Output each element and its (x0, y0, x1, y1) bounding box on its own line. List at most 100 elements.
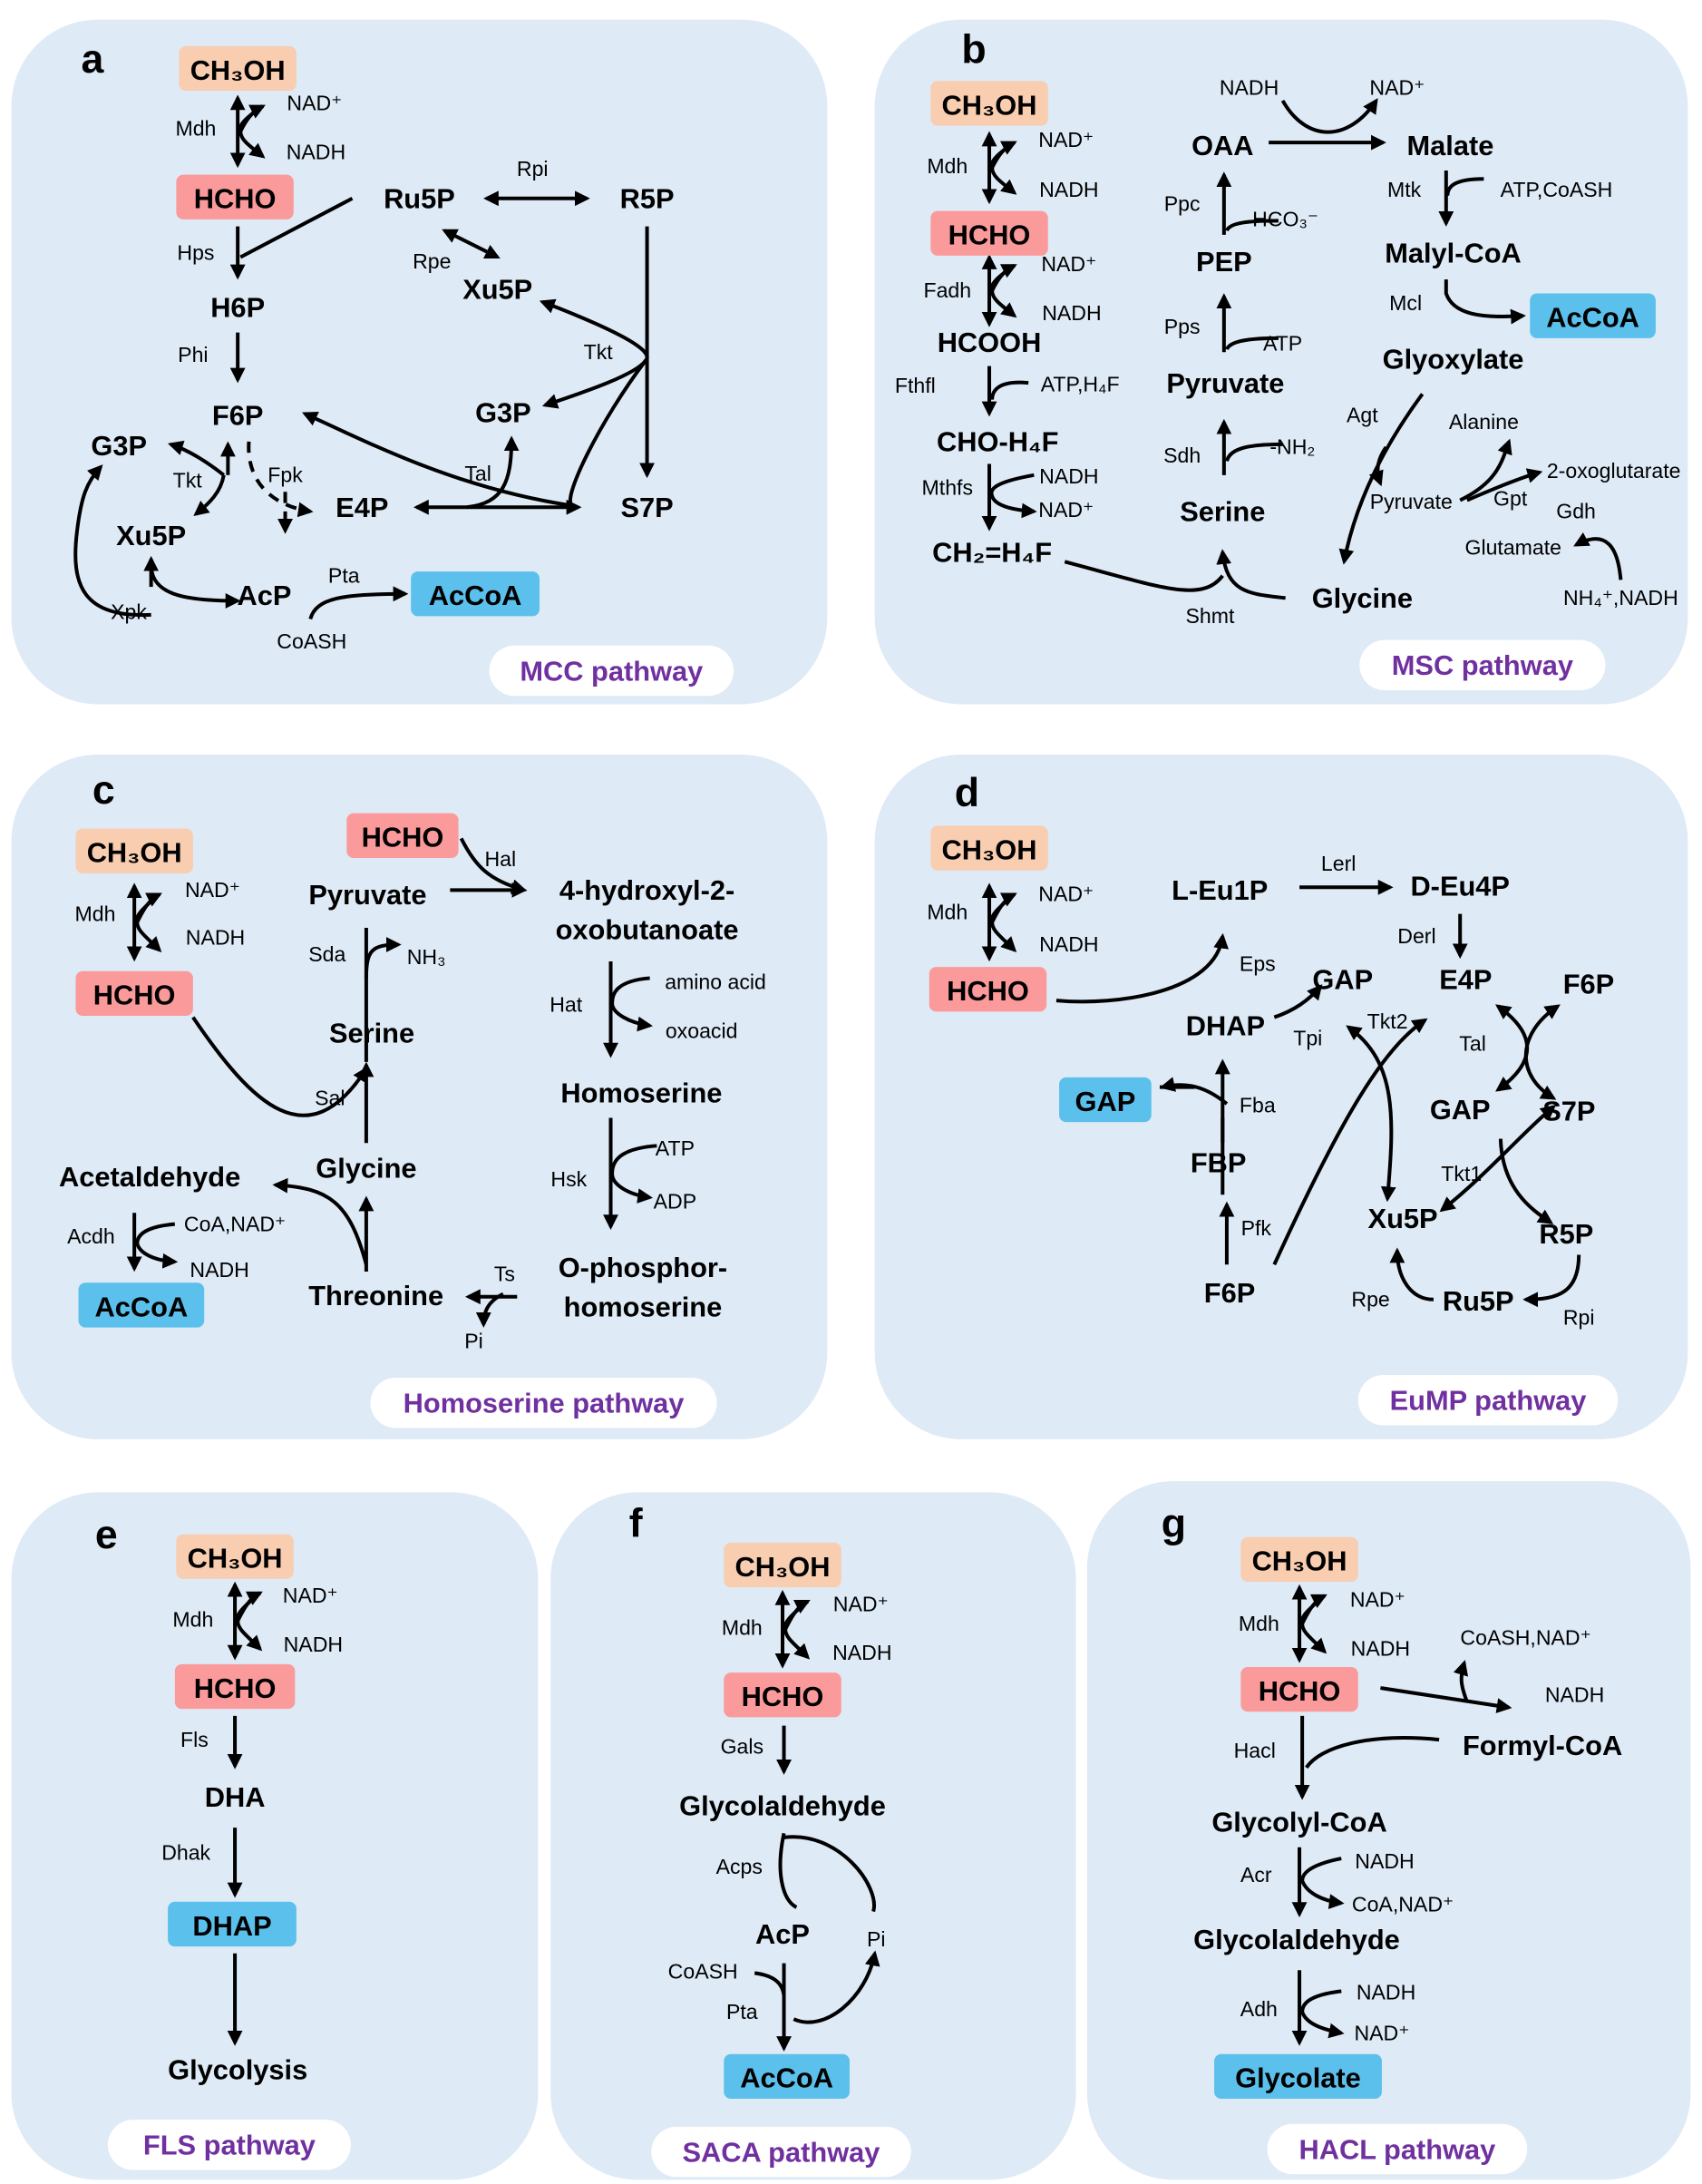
reaction-arrow (1498, 1138, 1554, 1224)
cofactor-nh-nadh: NH₄⁺,NADH (1563, 586, 1678, 609)
reaction-arrow (793, 1950, 880, 2024)
metabolite-hcho: HCHO (1259, 1675, 1341, 1707)
pathway-title: FLS pathway (143, 2130, 316, 2161)
cofactor-nadh: NADH (1357, 1981, 1415, 2004)
cofactor-nad: NAD⁺ (1041, 252, 1096, 276)
enzyme-rpi: Rpi (1563, 1306, 1595, 1330)
enzyme-hal: Hal (484, 847, 516, 871)
reaction-arrow (1300, 1594, 1328, 1625)
cofactor-atp: ATP (656, 1136, 695, 1160)
metabolite-hcho: HCHO (742, 1681, 824, 1712)
ch-oh-box (75, 828, 193, 873)
enzyme-mdh: Mdh (172, 1607, 213, 1631)
reaction-arrow (783, 1629, 811, 1660)
enzyme-acr: Acr (1240, 1863, 1272, 1887)
reaction-arrow (610, 1144, 657, 1204)
cofactor-nadh: NADH (284, 1633, 343, 1656)
reaction-arrow (990, 167, 1017, 195)
enzyme-fls: Fls (180, 1728, 209, 1751)
reaction-arrow (1459, 438, 1512, 502)
cofactor-nadh: NADH (1545, 1682, 1604, 1706)
cofactor-atp-h-f: ATP,H₄F (1041, 372, 1120, 395)
hcho-box (174, 1663, 296, 1710)
metabolite-glycolyl-coa: Glycolyl-CoA (1211, 1807, 1386, 1838)
reaction-arrow (302, 412, 574, 508)
metabolite-malyl-coa: Malyl-CoA (1385, 238, 1522, 269)
enzyme-hsk: Hsk (550, 1167, 587, 1191)
pathway-title: EuMP pathway (1390, 1384, 1587, 1416)
metabolite-hcho: HCHO (93, 980, 176, 1011)
accoa-box (1530, 293, 1656, 338)
metabolite-acp: AcP (755, 1918, 810, 1950)
reaction-arrow (1522, 1254, 1581, 1308)
enzyme-sda: Sda (308, 942, 345, 966)
cofactor-nadh: NADH (287, 141, 345, 164)
enzyme-ppc: Ppc (1164, 192, 1201, 216)
metabolite-malate: Malate (1406, 130, 1493, 161)
hcho-box (176, 174, 294, 219)
metabolite-xu5p: Xu5P (1368, 1203, 1438, 1234)
enzyme-rpe: Rpe (1351, 1287, 1389, 1311)
reaction-arrow (442, 229, 501, 259)
cofactor-atp-coash: ATP,CoASH (1501, 178, 1613, 201)
pathway-title: Homoserine pathway (404, 1388, 685, 1419)
enzyme-sal: Sal (315, 1087, 345, 1110)
reaction-arrow (1159, 1077, 1229, 1106)
metabolite-cho-h-f: CHO-H₄F (937, 426, 1058, 458)
pathway-title-pill (107, 2120, 351, 2170)
enzyme-fthfl: Fthfl (895, 374, 936, 397)
enzyme-agt: Agt (1347, 403, 1378, 426)
cofactor-coa-nad: CoA,NAD⁺ (1352, 1893, 1454, 1916)
enzyme-xpk: Xpk (111, 600, 147, 623)
enzyme-tkt2: Tkt2 (1367, 1009, 1408, 1033)
reaction-arrow (475, 1292, 504, 1328)
enzyme-hacl: Hacl (1234, 1739, 1276, 1762)
metabolite-dha: DHA (205, 1781, 266, 1813)
enzyme-derl: Derl (1397, 924, 1435, 948)
reaction-arrow (1445, 177, 1484, 196)
reaction-arrow (1225, 219, 1279, 232)
cofactor-nh: NH₃ (407, 945, 446, 969)
panel-letter: a (82, 37, 105, 82)
cofactor-nad: NAD⁺ (1354, 2021, 1409, 2044)
metabolite-ch-oh: CH₃OH (87, 837, 182, 869)
enzyme-tal: Tal (1459, 1032, 1486, 1056)
panel-letter: d (955, 771, 979, 815)
cofactor-nad: NAD⁺ (1038, 882, 1094, 906)
enzyme-phi: Phi (178, 343, 208, 366)
metabolite-hcho: HCHO (948, 219, 1031, 251)
cofactor-nadh: NADH (1039, 464, 1098, 488)
cofactor-atp: ATP (1263, 332, 1302, 356)
metabolite-fbp: FBP (1191, 1147, 1247, 1179)
enzyme-mdh: Mdh (927, 154, 968, 178)
cofactor-nadh: NADH (1220, 76, 1279, 100)
enzyme-tkt1: Tkt1 (1441, 1162, 1482, 1185)
reaction-arrow (1453, 1660, 1469, 1703)
enzyme-mcl: Mcl (1389, 291, 1422, 315)
cofactor-amino-acid: amino acid (665, 970, 766, 994)
panel-letter: e (95, 1513, 118, 1557)
metabolite-glycine: Glycine (316, 1153, 416, 1185)
cofactor-nadh: NADH (1042, 301, 1101, 325)
enzyme-pfk: Pfk (1241, 1216, 1272, 1240)
reaction-arrow (1466, 468, 1543, 502)
enzyme-fba: Fba (1240, 1093, 1276, 1116)
enzyme-fadh: Fadh (923, 278, 971, 302)
hcho-box (930, 210, 1048, 256)
reaction-arrow (610, 976, 653, 1032)
cofactor-nad: NAD⁺ (833, 1592, 889, 1615)
panel-g (1086, 1481, 1691, 2180)
metabolite-hcho: HCHO (194, 1672, 277, 1704)
cofactor-pi: Pi (867, 1927, 886, 1951)
pathway-title-pill (370, 1378, 717, 1428)
reaction-arrow (990, 380, 1029, 400)
reaction-arrow (783, 1599, 811, 1631)
metabolite-gap: GAP (1075, 1086, 1136, 1117)
metabolite-ch-oh: CH₃OH (735, 1551, 831, 1583)
reaction-arrow (1216, 549, 1286, 600)
reaction-arrow (1380, 1686, 1512, 1713)
reaction-arrow (1224, 442, 1283, 463)
reaction-arrow (236, 1591, 263, 1623)
reaction-arrow (466, 435, 520, 510)
